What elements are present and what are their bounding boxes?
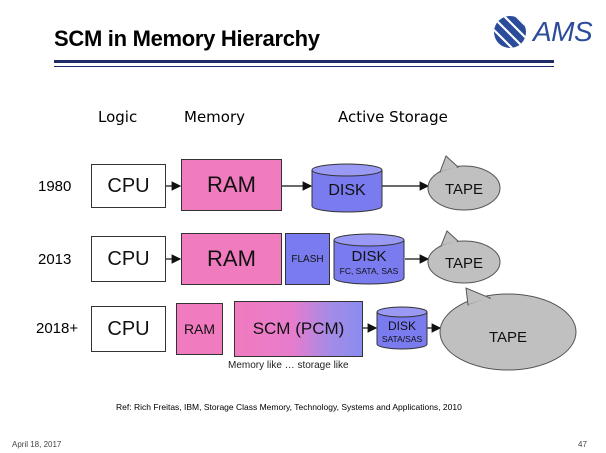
title-rule bbox=[54, 60, 554, 63]
title-rule-thin bbox=[54, 66, 554, 67]
year-label-2018: 2018+ bbox=[36, 320, 79, 337]
ams-logo bbox=[494, 16, 526, 48]
tape-label-2013: TAPE bbox=[444, 254, 484, 272]
memory-storage-caption: Memory like … storage like bbox=[228, 360, 349, 371]
year-label-2013: 2013 bbox=[38, 251, 72, 268]
year-label-1980: 1980 bbox=[38, 178, 72, 195]
scm-box-2018: SCM (PCM) bbox=[234, 301, 363, 357]
ram-box-2018: RAM bbox=[176, 303, 223, 355]
disk-sublabel-2013: FC, SATA, SAS bbox=[339, 266, 399, 276]
tape-bubble-2018 bbox=[439, 287, 577, 371]
tape-bubble-1980 bbox=[427, 155, 501, 211]
cpu-box-2018: CPU bbox=[91, 306, 166, 352]
disk-label-2013: DISK bbox=[351, 247, 387, 265]
cpu-box-1980: CPU bbox=[91, 164, 166, 208]
disk-cylinder-1980 bbox=[311, 163, 383, 213]
logo-text: AMS bbox=[533, 16, 593, 47]
page-number: 47 bbox=[578, 440, 587, 449]
column-header-logic: Logic bbox=[98, 108, 138, 126]
disk-label-2018: DISK bbox=[387, 319, 416, 333]
tape-label-1980: TAPE bbox=[444, 180, 484, 198]
disk-cylinder-2013 bbox=[333, 233, 405, 285]
cpu-box-2013: CPU bbox=[91, 236, 166, 282]
footer-date: April 18, 2017 bbox=[12, 440, 62, 449]
reference-note: Ref: Rich Freitas, IBM, Storage Class Me… bbox=[116, 402, 462, 412]
disk-cylinder-2018 bbox=[376, 306, 428, 350]
slide-title: SCM in Memory Hierarchy bbox=[54, 26, 320, 51]
tape-label-2018: TAPE bbox=[488, 328, 528, 346]
disk-sublabel-2018: SATA/SAS bbox=[381, 334, 423, 344]
column-header-memory: Memory bbox=[184, 108, 246, 126]
ram-box-2013: RAM bbox=[181, 233, 282, 285]
ram-box-1980: RAM bbox=[181, 159, 282, 211]
tape-bubble-2013 bbox=[427, 230, 501, 284]
disk-label-1980: DISK bbox=[328, 182, 366, 199]
column-header-active-storage: Active Storage bbox=[338, 108, 448, 126]
flash-box-2013: FLASH bbox=[285, 233, 330, 285]
